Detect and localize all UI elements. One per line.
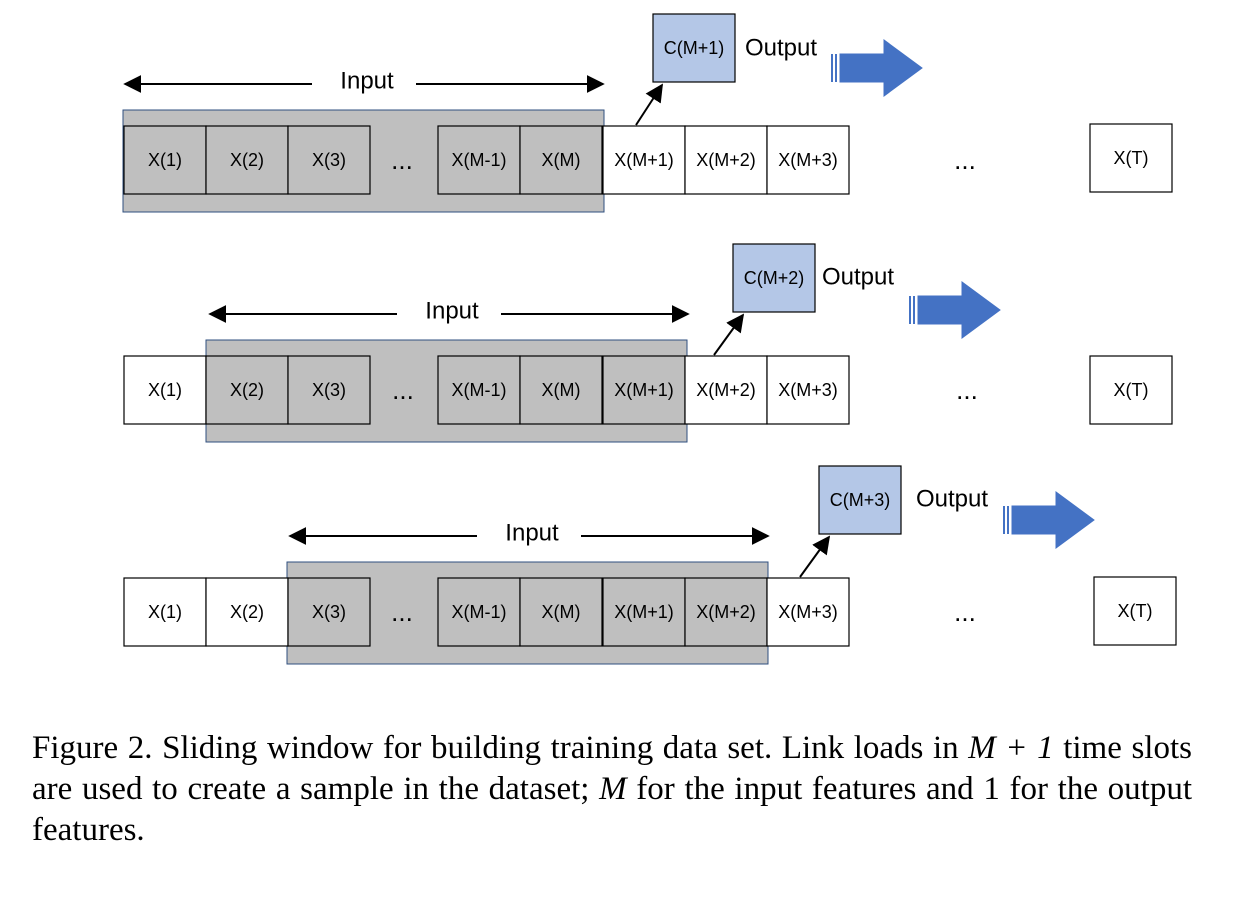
row-2-cell-6-label: X(M) — [542, 380, 581, 400]
row-1-cell-6-label: X(M) — [542, 150, 581, 170]
row-1-cell-8-label: X(M+2) — [696, 150, 756, 170]
row-3-output-cell — [818, 465, 902, 535]
row-2-cell-last-label: X(T) — [1114, 380, 1149, 400]
row-2-cell-3-label: X(3) — [312, 380, 346, 400]
row-3-cell-2 — [205, 577, 289, 647]
row-2-output-connector — [713, 313, 745, 356]
row-3-ellipsis-2: ... — [954, 597, 976, 627]
row-1-cell-6 — [519, 125, 603, 195]
row-2-cell-9 — [766, 355, 850, 425]
row-1-output-connector — [635, 83, 663, 126]
row-2-cell-5 — [437, 355, 521, 425]
row-2-direction-arrow-icon — [917, 281, 1001, 339]
row-3-cell-9 — [766, 577, 850, 647]
row-1-output-cell — [652, 13, 736, 83]
caption-math-m-plus-1: M + 1 — [968, 730, 1054, 766]
row-2-output-label: Output — [822, 263, 894, 290]
row-3-input-label: Input — [505, 519, 559, 546]
row-1-cell-1 — [123, 125, 207, 195]
row-1-cell-9 — [766, 125, 850, 195]
row-2-input-label: Input — [425, 297, 479, 324]
row-1-cell-2-label: X(2) — [230, 150, 264, 170]
row-2-cell-7-label: X(M+1) — [614, 380, 674, 400]
row-2-cell-8 — [684, 355, 768, 425]
row-3-cell-5-label: X(M-1) — [452, 602, 507, 622]
row-3-cell-6 — [519, 577, 603, 647]
row-3-output-cell-label: C(M+3) — [830, 490, 891, 510]
row-3-output-connector — [799, 535, 831, 578]
row-1-output-label: Output — [745, 34, 817, 61]
row-3-cell-7 — [602, 577, 686, 647]
row-1-cell-last-label: X(T) — [1114, 148, 1149, 168]
row-3-cell-1 — [123, 577, 207, 647]
row-1-cell-3 — [287, 125, 371, 195]
row-1-cell-9-label: X(M+3) — [778, 150, 838, 170]
figure-caption: Figure 2. Sliding window for building tr… — [32, 728, 1192, 851]
row-1-ellipsis-1: ... — [391, 145, 413, 175]
row-3-cell-last-label: X(T) — [1118, 601, 1153, 621]
caption-text-1: Figure 2. Sliding window for building tr… — [32, 730, 969, 766]
row-3-direction-arrow-icon — [1011, 491, 1095, 549]
row-1-cell-last — [1089, 123, 1173, 193]
row-1-cell-5 — [437, 125, 521, 195]
row-2-cell-3 — [287, 355, 371, 425]
row-1-cell-7-label: X(M+1) — [614, 150, 674, 170]
row-1-ellipsis-2: ... — [954, 145, 976, 175]
row-2-ellipsis-2: ... — [956, 375, 978, 405]
row-3-cell-3-label: X(3) — [312, 602, 346, 622]
row-3-output-label: Output — [916, 485, 988, 512]
row-3-cell-8-label: X(M+2) — [696, 602, 756, 622]
row-3-cell-7-label: X(M+1) — [614, 602, 674, 622]
row-2-cell-1-label: X(1) — [148, 380, 182, 400]
row-2-cell-6 — [519, 355, 603, 425]
row-1-cell-8 — [684, 125, 768, 195]
row-3-cell-2-label: X(2) — [230, 602, 264, 622]
row-1-cell-3-label: X(3) — [312, 150, 346, 170]
row-1-direction-arrow-icon — [839, 39, 923, 97]
row-1-output-cell-label: C(M+1) — [664, 38, 725, 58]
row-1-input-label: Input — [340, 67, 394, 94]
row-2-cell-9-label: X(M+3) — [778, 380, 838, 400]
row-3-ellipsis-1: ... — [391, 597, 413, 627]
row-2-cell-2-label: X(2) — [230, 380, 264, 400]
caption-math-m: M — [599, 771, 627, 807]
row-3-cell-1-label: X(1) — [148, 602, 182, 622]
row-2-output-cell — [732, 243, 816, 313]
row-3-cell-9-label: X(M+3) — [778, 602, 838, 622]
row-3-cell-last — [1093, 576, 1177, 646]
row-2-cell-1 — [123, 355, 207, 425]
row-1-cell-1-label: X(1) — [148, 150, 182, 170]
row-1-cell-5-label: X(M-1) — [452, 150, 507, 170]
row-3-cell-6-label: X(M) — [542, 602, 581, 622]
row-2-cell-5-label: X(M-1) — [452, 380, 507, 400]
caption-text-3: for the input features and 1 for the out… — [32, 771, 1192, 848]
row-2-cell-8-label: X(M+2) — [696, 380, 756, 400]
row-2-ellipsis-1: ... — [392, 375, 414, 405]
row-3-cell-3 — [287, 577, 371, 647]
row-2-cell-last — [1089, 355, 1173, 425]
caption-text-2: time slots are used to create a sample i… — [32, 730, 1192, 807]
row-2-cell-2 — [205, 355, 289, 425]
row-3-cell-8 — [684, 577, 768, 647]
row-3-cell-5 — [437, 577, 521, 647]
row-2-output-cell-label: C(M+2) — [744, 268, 805, 288]
